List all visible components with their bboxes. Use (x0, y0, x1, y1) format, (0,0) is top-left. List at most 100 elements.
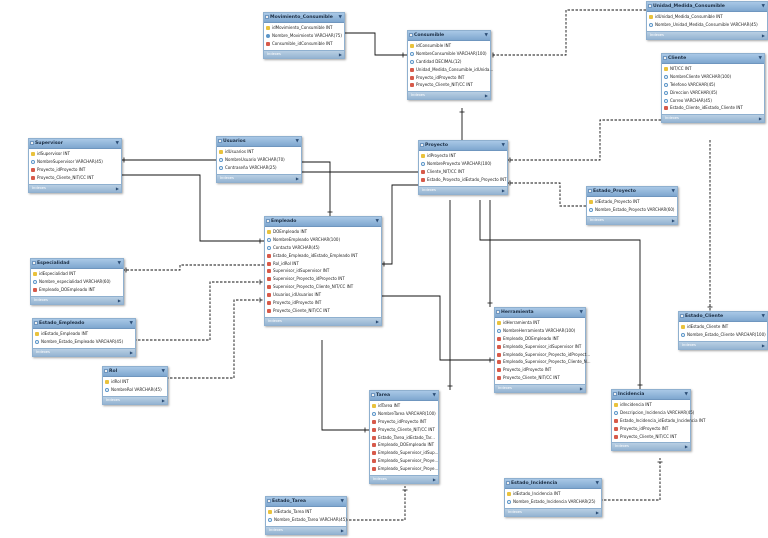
column-row[interactable]: NombreTarea VARCHAR(100) (370, 410, 438, 418)
column-row[interactable]: idEspecialidad INT (31, 270, 123, 278)
relationship-line-estado-empleado-to-empleado[interactable] (134, 281, 264, 341)
column-row[interactable]: NombreUsuario VARCHAR(70) (217, 156, 301, 164)
column-row[interactable]: Nombre_especialidad VARCHAR(60) (31, 278, 123, 286)
expand-indexes-icon[interactable]: ▶ (432, 477, 436, 483)
column-row[interactable]: NIT/CC INT (662, 65, 764, 73)
column-row[interactable]: Estado_Cliente_idEstado_Cliente INT (662, 104, 764, 112)
column-row[interactable]: Proyecto_Cliente_NIT/CC INT (495, 374, 585, 382)
collapse-chevron-icon[interactable]: ▼ (501, 143, 505, 148)
expand-indexes-icon[interactable]: ▶ (501, 187, 505, 193)
expand-indexes-icon[interactable]: ▶ (117, 297, 121, 303)
table-title[interactable]: Herramienta▼ (495, 308, 585, 318)
column-row[interactable]: Empleado_DOEmpleado INT (495, 335, 585, 343)
column-row[interactable]: Empleado_Supervisor_Proye... (370, 465, 438, 473)
indexes-section[interactable]: Indexes▶ (505, 507, 601, 516)
relationship-line-supervisor-to-empleado[interactable] (120, 174, 264, 242)
column-row[interactable]: Cantidad DECIMAL(12) (408, 58, 490, 66)
expand-indexes-icon[interactable]: ▶ (684, 444, 688, 450)
relationship-line-proyecto-to-empleado[interactable] (380, 184, 418, 265)
column-row[interactable]: Proyecto_idProyecto INT (265, 299, 381, 307)
relationship-line-usuarios-to-empleado[interactable] (300, 161, 331, 216)
column-row[interactable]: idEstado_Empleado INT (33, 330, 135, 338)
column-row[interactable]: DOEmpleado INT (265, 228, 381, 236)
collapse-chevron-icon[interactable]: ▼ (375, 219, 379, 224)
collapse-chevron-icon[interactable]: ▼ (761, 4, 765, 9)
expand-indexes-icon[interactable]: ▶ (129, 349, 133, 355)
column-row[interactable]: Estado_Incidencia_idEstado_Incidencia IN… (612, 417, 705, 425)
expand-indexes-icon[interactable]: ▶ (761, 342, 765, 348)
relationship-line-estado-tarea-to-tarea[interactable] (345, 486, 406, 521)
collapse-chevron-icon[interactable]: ▼ (761, 314, 765, 319)
column-row[interactable]: Empleado_Supervisor_Proyecto_idProyect..… (495, 351, 590, 359)
column-row[interactable]: Estado_Tarea_idEstado_Tar... (370, 434, 438, 442)
column-row[interactable]: Proyecto_idProyecto INT (612, 425, 690, 433)
indexes-section[interactable]: Indexes▶ (103, 395, 167, 404)
column-row[interactable]: Proyecto_idProyecto INT (370, 418, 438, 426)
relationship-line-empleado-to-herramienta[interactable] (380, 295, 494, 361)
column-row[interactable]: idMovimiento_Consumible INT (264, 24, 344, 32)
expand-indexes-icon[interactable]: ▶ (338, 51, 342, 57)
table-movimiento[interactable]: Movimiento_Consumible▼idMovimiento_Consu… (263, 12, 345, 59)
column-row[interactable]: NombreRol VARCHAR(45) (103, 386, 167, 394)
column-row[interactable]: Empleado_DOEmpleado INT (370, 441, 438, 449)
table-title[interactable]: Usuarios▼ (217, 137, 301, 147)
column-row[interactable]: Nombre_Movimiento VARCHAR(75) (264, 32, 344, 40)
column-row[interactable]: idProyecto INT (419, 152, 507, 160)
table-title[interactable]: Rol▼ (103, 367, 167, 377)
column-row[interactable]: Proyecto_Cliente_NIT/CC INT (370, 426, 438, 434)
indexes-section[interactable]: Indexes▶ (495, 384, 585, 393)
table-title[interactable]: Consumible▼ (408, 31, 490, 41)
expand-indexes-icon[interactable]: ▶ (595, 509, 599, 515)
indexes-section[interactable]: Indexes▶ (647, 30, 767, 39)
collapse-chevron-icon[interactable]: ▼ (340, 499, 344, 504)
table-title[interactable]: Estado_Tarea▼ (266, 497, 346, 507)
column-row[interactable]: idHerramienta INT (495, 319, 585, 327)
relationship-line-rol-to-empleado[interactable] (166, 299, 264, 379)
column-row[interactable]: idSupervisor INT (29, 150, 121, 158)
column-row[interactable]: Proyecto_Cliente_NIT/CC INT (612, 433, 690, 441)
relationship-line-estado-incidencia-to-incidencia[interactable] (600, 458, 661, 501)
indexes-section[interactable]: Indexes▶ (679, 340, 767, 349)
column-row[interactable]: Nombre_Estado_Proyecto VARCHAR(60) (587, 206, 677, 214)
indexes-section[interactable]: Indexes▶ (33, 347, 135, 356)
column-row[interactable]: Proyecto_idProyecto INT (408, 74, 490, 82)
column-row[interactable]: NombreConsumible VARCHAR(100) (408, 50, 490, 58)
column-row[interactable]: Direccion VARCHAR(45) (662, 89, 764, 97)
column-row[interactable]: Supervisor_idSupervisor INT (265, 267, 381, 275)
indexes-section[interactable]: Indexes▶ (370, 475, 438, 484)
column-row[interactable]: Estado_Empleado_idEstado_Empleado INT (265, 252, 381, 260)
indexes-section[interactable]: Indexes▶ (29, 183, 121, 192)
table-title[interactable]: Tarea▼ (370, 391, 438, 401)
column-row[interactable]: Telefono VARCHAR(45) (662, 81, 764, 89)
expand-indexes-icon[interactable]: ▶ (375, 318, 379, 324)
collapse-chevron-icon[interactable]: ▼ (684, 392, 688, 397)
column-row[interactable]: idConsumible INT (408, 42, 490, 50)
column-row[interactable]: Proyecto_Cliente_NIT/CC INT (29, 174, 121, 182)
column-row[interactable]: NombreCliente VARCHAR(100) (662, 73, 764, 81)
column-row[interactable]: Nombre_Unidad_Medida_Consumible VARCHAR(… (647, 21, 767, 29)
table-title[interactable]: Proyecto▼ (419, 141, 507, 151)
indexes-section[interactable]: Indexes▶ (587, 215, 677, 224)
expand-indexes-icon[interactable]: ▶ (671, 217, 675, 223)
table-title[interactable]: Movimiento_Consumible▼ (264, 13, 344, 23)
collapse-chevron-icon[interactable]: ▼ (117, 261, 121, 266)
column-row[interactable]: Estado_Proyecto_idEstado_Proyecto INT (419, 176, 507, 184)
relationship-line-cliente-to-proyecto[interactable] (506, 119, 661, 161)
collapse-chevron-icon[interactable]: ▼ (758, 56, 762, 61)
collapse-chevron-icon[interactable]: ▼ (432, 393, 436, 398)
column-row[interactable]: NombreHerramienta VARCHAR(100) (495, 327, 585, 335)
relationship-line-empleado-to-especialidad[interactable] (122, 264, 264, 271)
column-row[interactable]: idEstado_Incidencia INT (505, 490, 601, 498)
column-row[interactable]: Empleado_Supervisor_Proyecto_Cliente_N..… (495, 358, 591, 366)
expand-indexes-icon[interactable]: ▶ (758, 116, 762, 122)
column-row[interactable]: Proyecto_Cliente_NIT/CC INT (265, 307, 381, 315)
indexes-section[interactable]: Indexes▶ (31, 295, 123, 304)
collapse-chevron-icon[interactable]: ▼ (129, 321, 133, 326)
